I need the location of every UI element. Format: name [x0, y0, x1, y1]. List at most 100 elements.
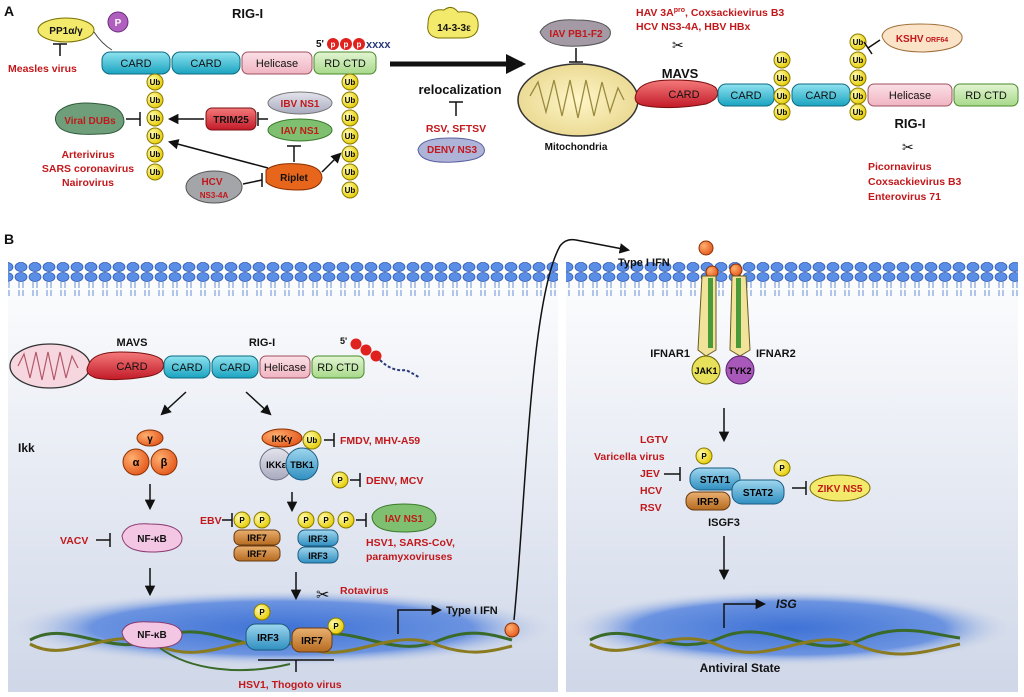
ub-chain-left: Ub Ub Ub Ub Ub Ub — [146, 73, 164, 181]
ikk-gamma — [136, 429, 164, 447]
rigi-title: RIG-I — [232, 6, 263, 21]
svg-text:Ub: Ub — [777, 108, 788, 117]
card1-domain — [101, 51, 171, 75]
nfkb-nuclear-shape — [121, 621, 183, 649]
ikk-label: Ikk — [18, 441, 35, 455]
ppp-3 — [353, 38, 365, 50]
relocalization-label: relocalization — [418, 82, 501, 97]
iav-pb1f2-shape — [539, 19, 611, 47]
svg-text:CARD: CARD — [730, 90, 761, 102]
membrane-left — [8, 262, 558, 296]
svg-text:CARD: CARD — [171, 362, 202, 374]
svg-text:Ub: Ub — [345, 186, 356, 195]
ppp-1 — [327, 38, 339, 50]
svg-text:p: p — [331, 40, 336, 49]
svg-text:5': 5' — [340, 336, 347, 346]
denv-mcv: DENV, MCV — [366, 475, 423, 487]
svg-text:Ub: Ub — [150, 78, 161, 87]
svg-text:CARD: CARD — [668, 89, 699, 101]
five-prime: 5' — [316, 39, 324, 50]
stat-inhib-3: JEV — [640, 468, 660, 480]
svg-text:P: P — [343, 516, 349, 525]
rdctd-b — [311, 355, 365, 379]
ub-chain-right: Ub Ub Ub Ub Ub Ub Ub — [341, 73, 359, 199]
ifn-secretion-arrow — [513, 238, 631, 621]
svg-text:Ub: Ub — [150, 114, 161, 123]
svg-text:P: P — [259, 516, 265, 525]
hsv-line1: HSV1, SARS-CoV, — [366, 537, 455, 549]
ebv: EBV — [200, 515, 222, 527]
rna-xxxx: xxxx — [366, 39, 391, 51]
svg-text:Ub: Ub — [150, 96, 161, 105]
type1-ifn-left: Type I IFN — [446, 605, 498, 617]
iav-ns1-shape — [267, 118, 333, 142]
tbk1: TBK1 — [290, 460, 314, 470]
scissors-icon-mavs: ✂ — [672, 37, 684, 53]
stat-inhib-5: RSV — [640, 502, 662, 514]
svg-text:IRF7: IRF7 — [301, 636, 323, 647]
svg-text:CARD: CARD — [116, 361, 147, 373]
rigi-cleaver-3: Enterovirus 71 — [868, 191, 941, 203]
type1-ifn-top: Type I IFN — [618, 257, 670, 269]
svg-text:NF-κB: NF-κB — [137, 630, 166, 641]
svg-text:P: P — [701, 452, 707, 461]
mitochondria-shape — [517, 63, 639, 137]
stat2: STAT2 — [743, 488, 774, 499]
dna-strand-right-1 — [589, 628, 961, 648]
fmdv: FMDV, MHV-A59 — [340, 435, 420, 447]
svg-text:γ: γ — [147, 434, 153, 445]
svg-text:Ub: Ub — [150, 132, 161, 141]
rdctd-domain-right — [953, 83, 1019, 107]
card2-b — [211, 355, 259, 379]
pp1-label: PP1α/γ — [49, 26, 83, 37]
scissors-icon-rigi: ✂ — [902, 139, 914, 155]
iav-ns1-b: IAV NS1 — [385, 514, 424, 525]
svg-text:Ub: Ub — [307, 436, 318, 445]
pp1-shape — [37, 17, 95, 43]
rigi-cleaver-1: Picornavirus — [868, 161, 932, 173]
zikv: ZIKV NS5 — [817, 484, 862, 495]
hcv-ns34a: NS3-4A — [200, 191, 229, 200]
scissors-icon-rotavirus: ✂ — [316, 587, 329, 604]
tyk2-shape — [725, 355, 755, 385]
rigi-label-right: RIG-I — [894, 116, 925, 131]
helicase-domain-right — [867, 83, 953, 107]
hcv-shape — [185, 170, 243, 204]
ikke: IKKε — [266, 460, 286, 470]
mito-b — [9, 343, 91, 389]
nfkb: NF-κB — [137, 534, 166, 545]
svg-text:P: P — [259, 608, 265, 617]
stat-inhib-4: HCV — [640, 485, 662, 497]
viral-dubs-shape — [54, 102, 125, 135]
mavs-virus-line2: HCV NS3-4A, HBV HBx — [636, 21, 751, 33]
svg-text:CARD: CARD — [190, 58, 221, 70]
vacv: VACV — [60, 535, 88, 547]
isg: ISG — [776, 597, 797, 611]
svg-text:P: P — [303, 516, 309, 525]
svg-text:Ub: Ub — [853, 92, 864, 101]
isgf3: ISGF3 — [708, 517, 740, 529]
riplet-shape — [265, 163, 323, 191]
svg-text:RD CTD: RD CTD — [317, 362, 359, 374]
fourteen33-shape — [427, 6, 479, 39]
iav-ns1-b-shape — [371, 503, 437, 533]
svg-text:CARD: CARD — [219, 362, 250, 374]
antiviral-state: Antiviral State — [700, 661, 781, 675]
hcv: HCV — [201, 177, 222, 188]
mavs-card-b — [86, 351, 164, 381]
stat1: STAT1 — [700, 475, 731, 486]
iav-pb1f2: IAV PB1-F2 — [549, 29, 603, 40]
phospho-p-label: P — [115, 18, 122, 29]
svg-text:RD CTD: RD CTD — [965, 90, 1007, 102]
ibv-ns1: IBV NS1 — [281, 99, 320, 110]
iav-ns1-a: IAV NS1 — [281, 126, 320, 137]
svg-text:α: α — [133, 457, 140, 469]
irf7-top — [233, 529, 281, 546]
jak1-shape — [691, 355, 721, 385]
svg-text:Ub: Ub — [345, 150, 356, 159]
ifnar2: IFNAR2 — [756, 348, 796, 360]
stat-inhib-2: Varicella virus — [594, 451, 665, 463]
ikkg-shape — [261, 428, 303, 448]
